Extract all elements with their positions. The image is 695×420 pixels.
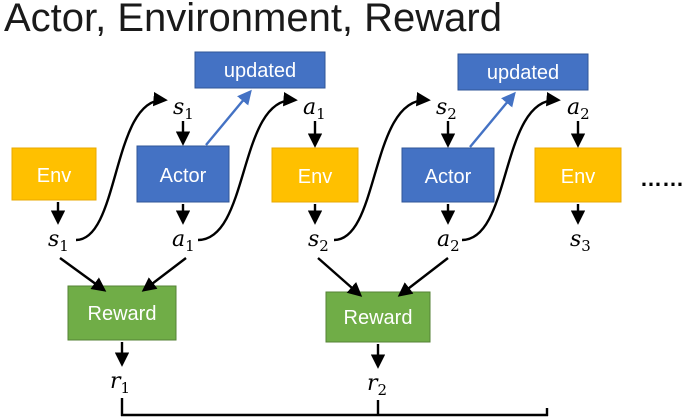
var-a1-top: a1 bbox=[303, 95, 326, 123]
var-s2-top: s2 bbox=[436, 95, 457, 123]
actor-label-2: Actor bbox=[425, 166, 472, 188]
env-box-1: Env bbox=[11, 147, 97, 201]
var-s1-top: s1 bbox=[173, 95, 194, 123]
continuation-ellipsis: …… bbox=[640, 166, 684, 191]
var-s2-bottom: s2 bbox=[308, 227, 329, 255]
var-r1: r1 bbox=[110, 369, 130, 397]
arrow-s2-reward2 bbox=[317, 257, 363, 297]
curve-a1-bottom-to-top bbox=[197, 92, 298, 242]
var-a1-bottom: a1 bbox=[172, 227, 195, 255]
actor-box-1: Actor bbox=[136, 145, 230, 203]
actor-box-2: Actor bbox=[401, 147, 495, 203]
updated-box-1: updated bbox=[194, 51, 326, 89]
update-arrows bbox=[205, 89, 516, 148]
var-s1-bottom: s1 bbox=[48, 227, 69, 255]
env-box-2: Env bbox=[271, 147, 359, 203]
arrows bbox=[50, 91, 586, 417]
var-a2-bottom: a2 bbox=[437, 227, 460, 255]
var-r2: r2 bbox=[367, 371, 387, 399]
curve-s2-bottom-to-top bbox=[333, 92, 431, 242]
arrow-actor2-updated bbox=[469, 91, 516, 148]
curve-s1-bottom-to-top bbox=[75, 91, 168, 242]
env-label-3: Env bbox=[561, 166, 595, 188]
updated-box-2: updated bbox=[457, 53, 589, 91]
var-s3-bottom: s3 bbox=[570, 227, 591, 255]
reward-label-1: Reward bbox=[88, 303, 157, 325]
env-label-2: Env bbox=[298, 166, 332, 188]
arrow-actor1-updated bbox=[205, 89, 252, 146]
var-a2-top: a2 bbox=[567, 95, 590, 123]
env-box-3: Env bbox=[534, 147, 622, 203]
actor-label-1: Actor bbox=[160, 165, 207, 187]
updated-label-1: updated bbox=[224, 60, 296, 82]
page-title: Actor, Environment, Reward bbox=[4, 0, 502, 40]
updated-label-2: updated bbox=[487, 62, 559, 84]
reward-box-2: Reward bbox=[325, 291, 431, 343]
reward-box-1: Reward bbox=[67, 285, 177, 341]
arrow-a2-reward2 bbox=[397, 257, 449, 297]
curve-a2-bottom-to-top bbox=[461, 92, 561, 242]
arrow-a1-reward1 bbox=[141, 257, 187, 292]
reward-label-2: Reward bbox=[344, 307, 413, 329]
arrow-s1-reward1 bbox=[59, 257, 107, 292]
env-label-1: Env bbox=[37, 165, 71, 187]
